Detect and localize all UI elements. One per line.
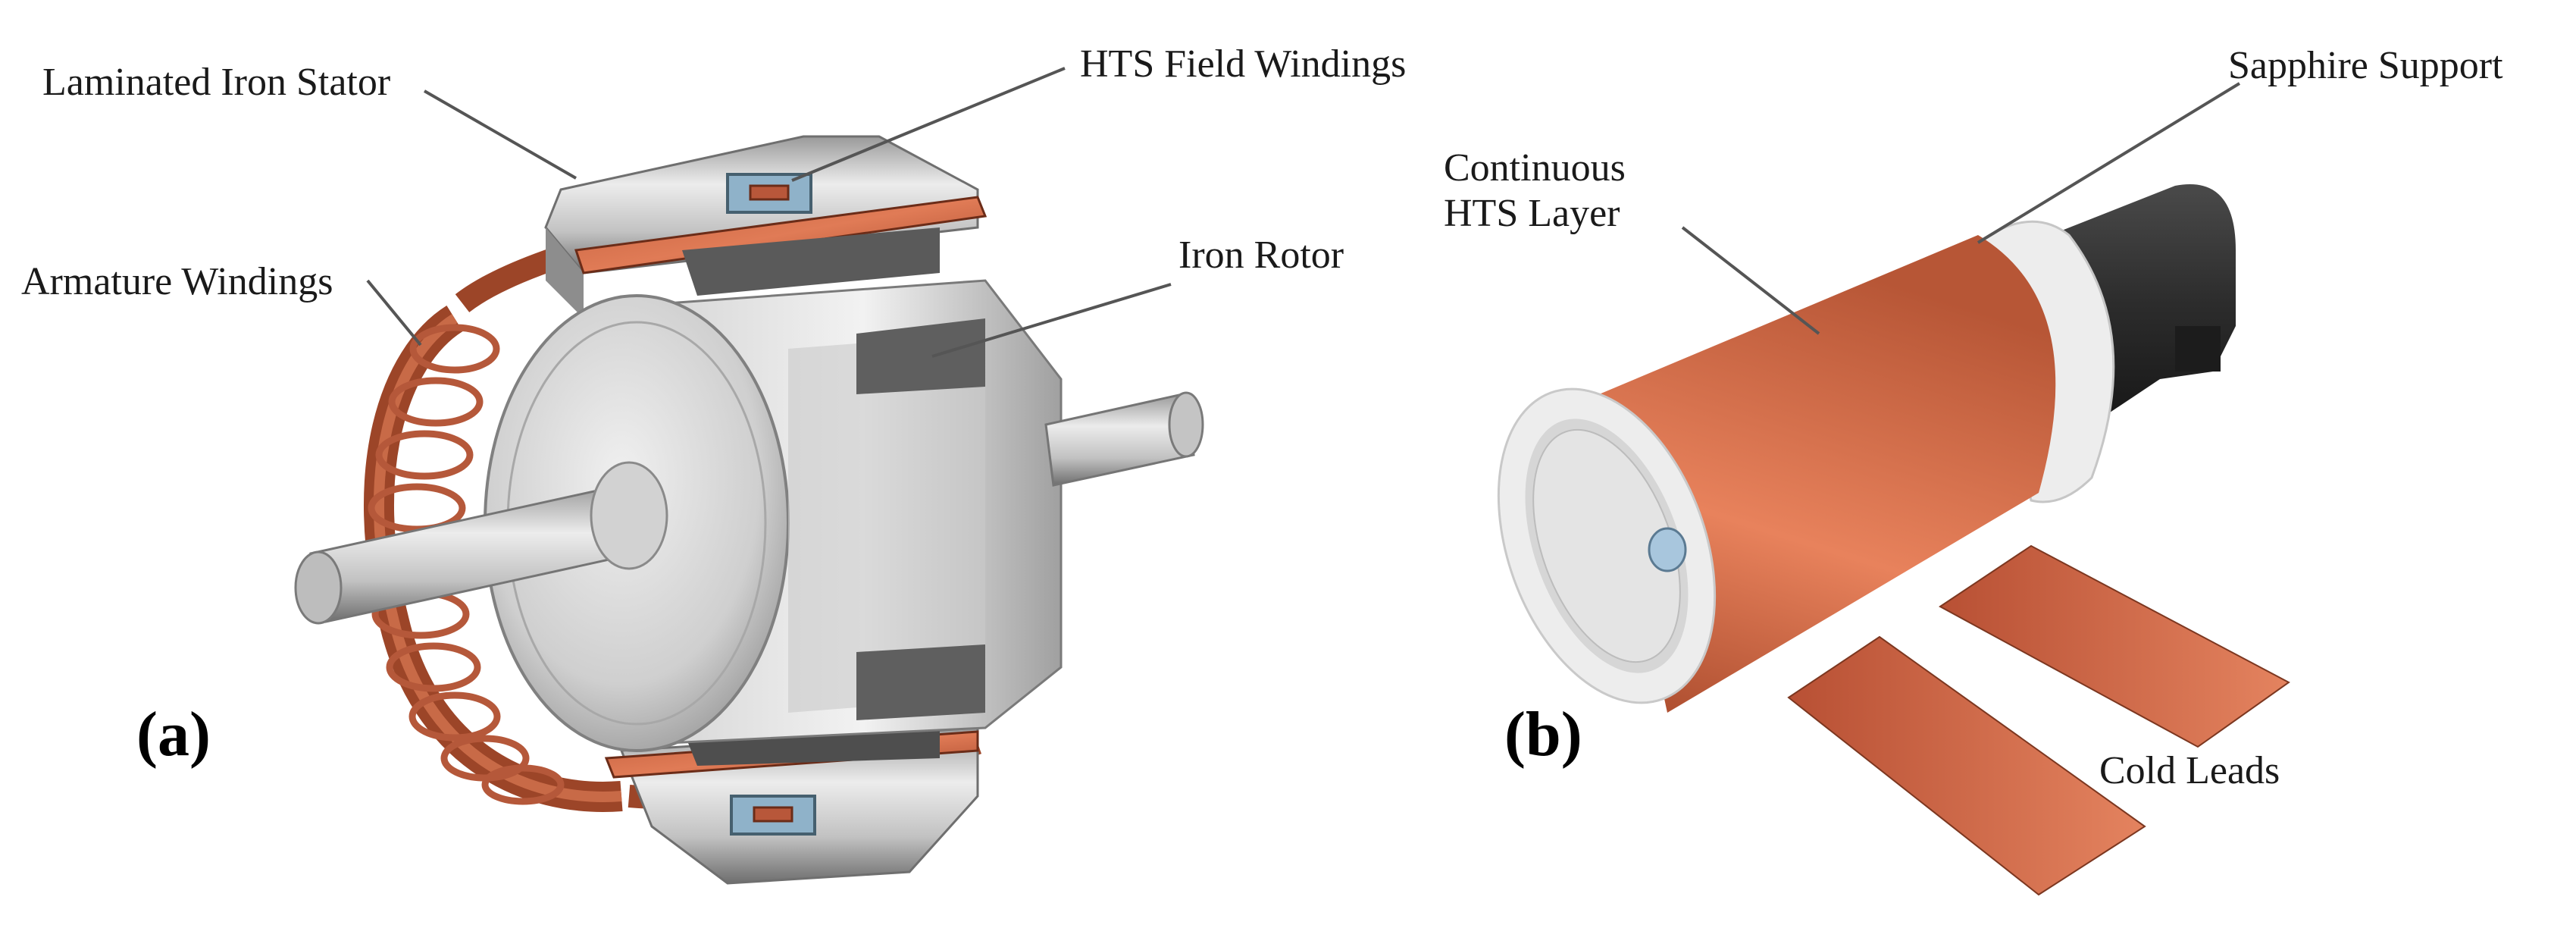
label-iron-rotor: Iron Rotor [1178,234,1344,277]
label-armature-windings: Armature Windings [21,260,333,303]
label-hts-layer-line1: Continuous [1444,146,1626,190]
label-sapphire-support: Sapphire Support [2228,44,2503,87]
leader-stator [424,89,577,180]
hts-coil-top [726,173,812,214]
leader-armature [366,279,422,346]
leader-hts-layer [1681,226,1820,335]
cold-lead-back [1939,544,2290,748]
label-laminated-iron-stator: Laminated Iron Stator [42,61,391,104]
leader-hts-windings [791,67,1066,182]
panel-label-a: (a) [136,699,211,770]
coil-illustration [1497,184,2290,896]
panel-label-b: (b) [1504,699,1582,770]
label-hts-field-windings: HTS Field Windings [1080,42,1407,86]
label-hts-layer-line2: HTS Layer [1444,192,1620,235]
leader-lines-a [366,67,1172,358]
label-cold-leads: Cold Leads [2099,749,2280,792]
motor-illustration [294,135,1204,885]
shaft-right [1044,391,1204,487]
cold-lead-front [1787,635,2146,896]
shaft-left [294,461,668,625]
leader-sapphire [1977,82,2241,244]
leader-rotor [931,283,1172,358]
leader-lines-b [1681,82,2241,335]
